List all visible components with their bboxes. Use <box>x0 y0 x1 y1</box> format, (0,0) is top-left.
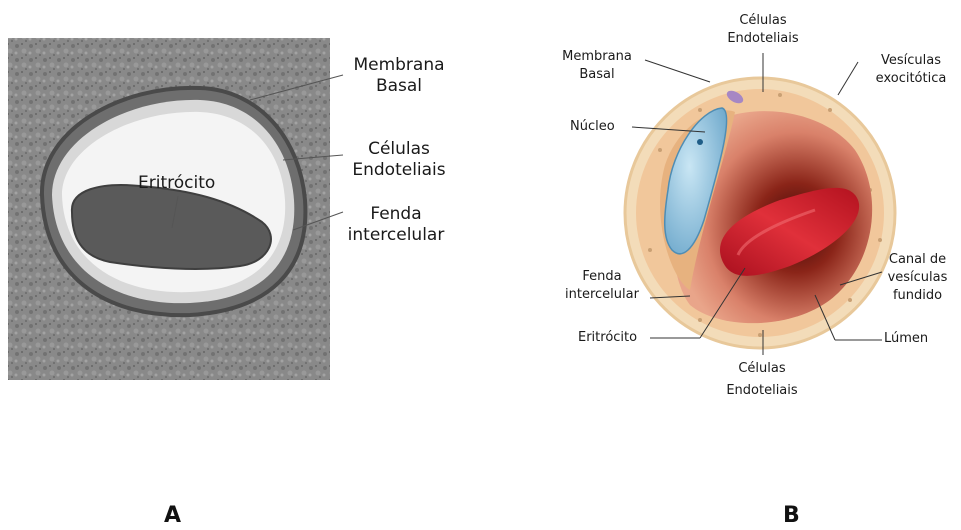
label-line: Células <box>349 139 449 160</box>
label-line: intercelular <box>344 225 448 246</box>
label-line: Eritrócito <box>578 330 637 345</box>
label-line: Núcleo <box>570 119 615 134</box>
label-line: Membrana <box>557 48 637 66</box>
label-celulas-endoteliais-top: Células Endoteliais <box>723 12 803 48</box>
label-line: Eritrócito <box>138 173 215 193</box>
label-celulas-endoteliais-bottom: Células Endoteliais <box>714 358 810 402</box>
micrograph-a <box>8 38 343 380</box>
label-line: intercelular <box>555 286 649 304</box>
label-line: Basal <box>349 76 449 97</box>
label-line: Canal de <box>880 251 955 269</box>
label-canal-vesiculas: Canal de vesículas fundido <box>880 251 955 305</box>
label-membrana-basal-b: Membrana Basal <box>557 48 637 84</box>
label-line: Membrana <box>349 55 449 76</box>
label-line: Endoteliais <box>723 30 803 48</box>
panel-letter-a: A <box>164 503 181 528</box>
label-lumen: Lúmen <box>884 330 944 348</box>
label-line: Lúmen <box>884 331 928 346</box>
panel-letter-b: B <box>783 503 800 528</box>
label-line: exocitótica <box>868 70 954 88</box>
label-nucleo: Núcleo <box>570 118 630 136</box>
label-vesiculas-exocitotica: Vesículas exocitótica <box>868 52 954 88</box>
label-line: Fenda <box>555 268 649 286</box>
label-line: Basal <box>557 66 637 84</box>
label-eritrocito-b: Eritrócito <box>578 329 650 347</box>
label-line: Endoteliais <box>349 160 449 181</box>
label-line: Vesículas <box>868 52 954 70</box>
label-fenda-intercelular-b: Fenda intercelular <box>555 268 649 304</box>
label-membrana-basal-a: Membrana Basal <box>349 55 449 97</box>
label-line: Fenda <box>344 204 448 225</box>
label-fenda-intercelular-a: Fenda intercelular <box>344 204 448 246</box>
label-eritrocito-a: Eritrócito <box>138 173 238 194</box>
label-line: fundido <box>880 287 955 305</box>
label-line: Endoteliais <box>714 380 810 402</box>
label-line: vesículas <box>880 269 955 287</box>
illustration-b <box>625 53 895 355</box>
label-celulas-endoteliais-a: Células Endoteliais <box>349 139 449 181</box>
label-line: Células <box>714 358 810 380</box>
label-line: Células <box>723 12 803 30</box>
